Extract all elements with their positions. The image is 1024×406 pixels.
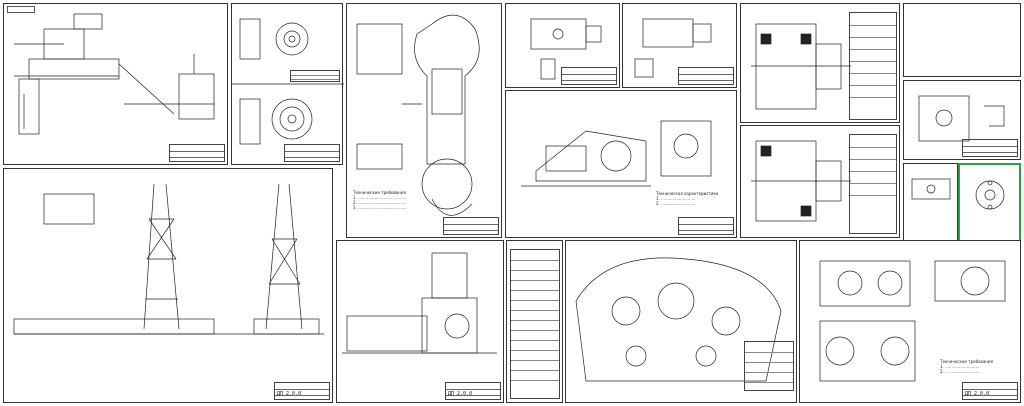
sheet-winch-assembly[interactable]: ДП 2.0.0 [336, 240, 504, 403]
title-block: ДП 2.0.0 [962, 382, 1018, 400]
title-block [678, 217, 734, 235]
sheet-swivel-hook[interactable]: Технические требования 1. ..............… [346, 3, 502, 238]
title-block [561, 67, 617, 85]
sheet-bearing-section-a[interactable] [740, 3, 900, 123]
title-block [443, 217, 499, 235]
sheet-small-detail[interactable] [903, 163, 958, 243]
clutch-drawing [918, 95, 1005, 142]
sheet-pump-assembly[interactable]: Техническая характеристика 1. ..........… [505, 90, 737, 238]
title-block [678, 67, 734, 85]
sheet-specification-list[interactable] [506, 240, 563, 403]
specification-table [510, 249, 560, 399]
sheet-gearbox-housing[interactable] [565, 240, 797, 403]
technical-notes: Технические требования 1. ..............… [940, 359, 993, 374]
sheet-rotor-details[interactable] [231, 3, 344, 165]
sheet-derrick-general-view[interactable]: ДП 2.0.0 [3, 168, 333, 403]
title-block-number: ДП 2.0.0 [965, 391, 990, 397]
shaft-drawing [530, 18, 602, 80]
hook-drawing [356, 14, 480, 216]
pump-drawing [521, 120, 712, 187]
bearing-drawing [751, 140, 851, 222]
rig-equipment-drawing [14, 13, 215, 135]
sheet-shaft-detail-a[interactable] [505, 3, 620, 88]
derrick-drawing [13, 183, 324, 335]
title-block [962, 139, 1018, 157]
sheet-drilling-rig-overview[interactable] [3, 3, 228, 165]
sheet-top-right-empty[interactable] [903, 3, 1021, 77]
shaft-drawing [634, 18, 712, 78]
title-block-number: ДП 2.0.0 [448, 391, 473, 397]
gearbox-drawing [575, 257, 782, 382]
drawworks-drawing [819, 260, 1006, 382]
parts-table [290, 70, 340, 82]
sheet-disc-detail-selected[interactable] [958, 163, 1021, 243]
technical-notes: Технические требования 1. ..............… [353, 190, 407, 210]
detail-drawing [911, 178, 951, 200]
sheet-shaft-detail-b[interactable] [622, 3, 737, 88]
bearing-drawing [751, 23, 851, 110]
technical-notes: Техническая характеристика 1. ..........… [656, 191, 719, 206]
winch-drawing [342, 252, 497, 354]
parts-table [849, 12, 897, 120]
disc-drawing [975, 180, 1005, 210]
title-block-number: ДП 2.0.0 [277, 391, 302, 397]
rotor-drawing [232, 18, 344, 145]
title-block [169, 144, 225, 162]
parts-table [849, 134, 897, 234]
title-block: ДП 2.0.0 [445, 382, 501, 400]
specification-table [744, 341, 794, 391]
title-block [284, 144, 340, 162]
sheet-clutch-detail[interactable] [903, 80, 1021, 160]
sheet-tag [7, 6, 35, 13]
sheet-bearing-section-b[interactable] [740, 125, 900, 238]
sheet-drawworks[interactable]: Технические требования 1. ..............… [799, 240, 1021, 403]
title-block: ДП 2.0.0 [274, 382, 330, 400]
